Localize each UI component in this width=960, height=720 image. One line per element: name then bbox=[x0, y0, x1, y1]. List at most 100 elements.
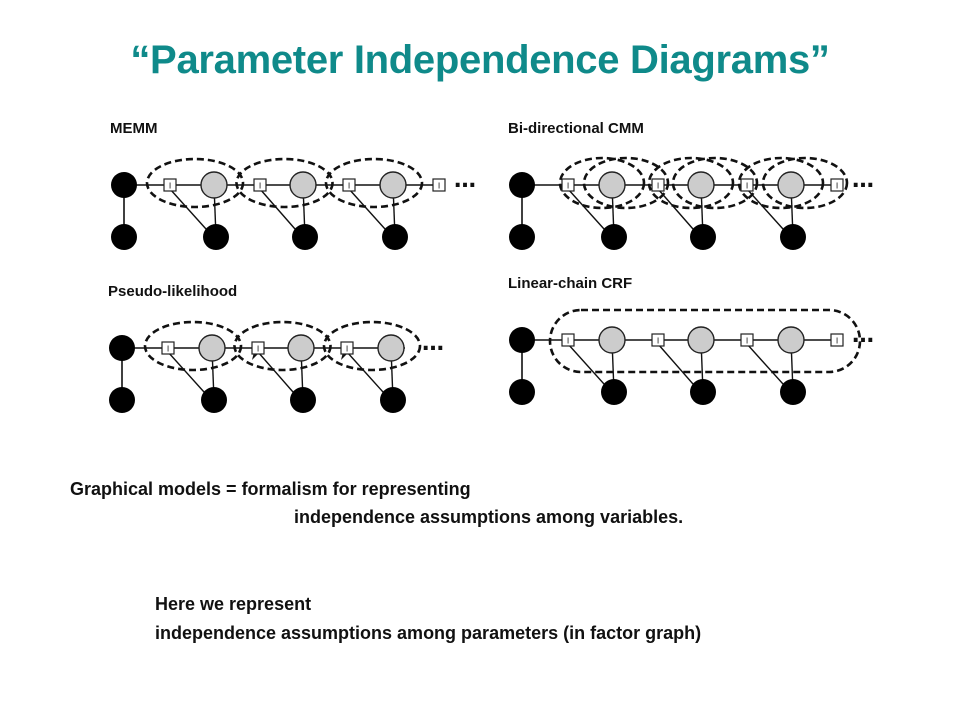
memm-diagram: I I I I … MEMM bbox=[110, 120, 510, 280]
factor-observed-edge bbox=[346, 351, 384, 393]
memm-label: MEMM bbox=[110, 120, 158, 137]
hidden-state-node bbox=[598, 326, 626, 354]
hidden-state-node bbox=[289, 171, 317, 199]
hidden-state-node bbox=[377, 334, 405, 362]
observed-node bbox=[780, 224, 806, 250]
observed-node bbox=[509, 327, 535, 353]
factor-box bbox=[253, 178, 267, 192]
observed-node bbox=[292, 224, 318, 250]
observed-node bbox=[203, 224, 229, 250]
factor-observed-edge bbox=[657, 343, 694, 385]
left-group-outline bbox=[647, 156, 735, 210]
continuation-ellipsis: … bbox=[852, 323, 874, 348]
left-group-outline bbox=[737, 156, 825, 210]
factor-label: I bbox=[257, 345, 259, 354]
hidden-state-node bbox=[777, 171, 805, 199]
memm-graph: I I I I … bbox=[111, 157, 476, 250]
pseudo-likelihood-graph: I I I … bbox=[109, 320, 444, 413]
right-group-outline bbox=[582, 156, 670, 210]
pseudo-likelihood-label: Pseudo-likelihood bbox=[108, 283, 238, 300]
factor-box bbox=[740, 178, 754, 192]
factor-label: I bbox=[657, 337, 659, 346]
observed-node bbox=[780, 379, 806, 405]
factor-observed-edge bbox=[746, 343, 784, 385]
joint-group-outline bbox=[548, 308, 862, 374]
bidirectional-cmm-label: Bi-directional CMM bbox=[508, 120, 644, 137]
factor-box bbox=[432, 178, 446, 192]
continuation-ellipsis: … bbox=[454, 168, 476, 193]
continuation-ellipsis: … bbox=[422, 331, 444, 356]
factor-observed-edge bbox=[169, 188, 207, 230]
definition-line-1: Graphical models = formalism for represe… bbox=[70, 479, 471, 499]
factor-label: I bbox=[167, 345, 169, 354]
factor-label: I bbox=[567, 337, 569, 346]
factor-label: I bbox=[348, 182, 350, 191]
factor-box bbox=[342, 178, 356, 192]
factor-label: I bbox=[346, 345, 348, 354]
factor-label: I bbox=[567, 182, 569, 191]
factor-observed-edge bbox=[259, 188, 296, 230]
factor-box bbox=[830, 178, 844, 192]
hidden-state-node bbox=[198, 334, 226, 362]
factor-label: I bbox=[836, 337, 838, 346]
hidden-state-node bbox=[598, 171, 626, 199]
observed-node bbox=[690, 224, 716, 250]
observed-node bbox=[111, 224, 137, 250]
factor-box bbox=[340, 341, 354, 355]
hidden-state-node bbox=[379, 171, 407, 199]
factor-label: I bbox=[259, 182, 261, 191]
hidden-state-node bbox=[687, 171, 715, 199]
factor-observed-edge bbox=[167, 351, 205, 393]
factor-observed-edge bbox=[257, 351, 294, 393]
factor-box bbox=[740, 333, 754, 347]
observed-node bbox=[111, 172, 137, 198]
factor-label: I bbox=[657, 182, 659, 191]
observed-node bbox=[380, 387, 406, 413]
factor-box bbox=[561, 333, 575, 347]
bidirectional-cmm-graph: I I I I … bbox=[509, 156, 874, 250]
observed-node bbox=[509, 224, 535, 250]
linear-chain-crf-diagram: I I I I … Linear-chain CRF bbox=[508, 275, 908, 435]
factor-observed-edge bbox=[567, 343, 605, 385]
factor-box bbox=[830, 333, 844, 347]
factor-label: I bbox=[169, 182, 171, 191]
hidden-state-node bbox=[777, 326, 805, 354]
right-group-outline bbox=[671, 156, 759, 210]
observed-node bbox=[601, 224, 627, 250]
observed-node bbox=[601, 379, 627, 405]
continuation-ellipsis: … bbox=[852, 168, 874, 193]
right-group-outline bbox=[761, 156, 849, 210]
observed-node bbox=[290, 387, 316, 413]
hidden-state-node bbox=[200, 171, 228, 199]
factor-observed-edge bbox=[348, 188, 386, 230]
observed-node bbox=[509, 172, 535, 198]
factor-group-outline bbox=[233, 320, 332, 372]
factor-group-outline bbox=[324, 157, 424, 209]
bidirectional-cmm-diagram: I I I I … Bi-directional CMM bbox=[508, 120, 908, 280]
factor-label: I bbox=[746, 182, 748, 191]
factor-label: I bbox=[836, 182, 838, 191]
hidden-state-node bbox=[287, 334, 315, 362]
left-group-outline bbox=[558, 156, 646, 210]
linear-chain-crf-label: Linear-chain CRF bbox=[508, 275, 633, 292]
representation-line-1: Here we represent bbox=[155, 594, 312, 614]
factor-box bbox=[651, 333, 665, 347]
pseudo-likelihood-diagram: I I I … Pseudo-likelihood bbox=[108, 283, 508, 443]
factor-group-outline bbox=[235, 157, 334, 209]
observed-node bbox=[109, 335, 135, 361]
factor-box bbox=[163, 178, 177, 192]
observed-node bbox=[690, 379, 716, 405]
definition-line-2: independence assumptions among variables… bbox=[294, 507, 684, 527]
factor-box bbox=[561, 178, 575, 192]
observed-node bbox=[201, 387, 227, 413]
observed-node bbox=[109, 387, 135, 413]
factor-label: I bbox=[438, 182, 440, 191]
factor-label: I bbox=[746, 337, 748, 346]
factor-observed-edge bbox=[567, 188, 605, 230]
factor-box bbox=[651, 178, 665, 192]
factor-box bbox=[251, 341, 265, 355]
factor-group-outline bbox=[143, 320, 243, 372]
factor-group-outline bbox=[322, 320, 422, 372]
factor-box bbox=[161, 341, 175, 355]
factor-observed-edge bbox=[746, 188, 784, 230]
